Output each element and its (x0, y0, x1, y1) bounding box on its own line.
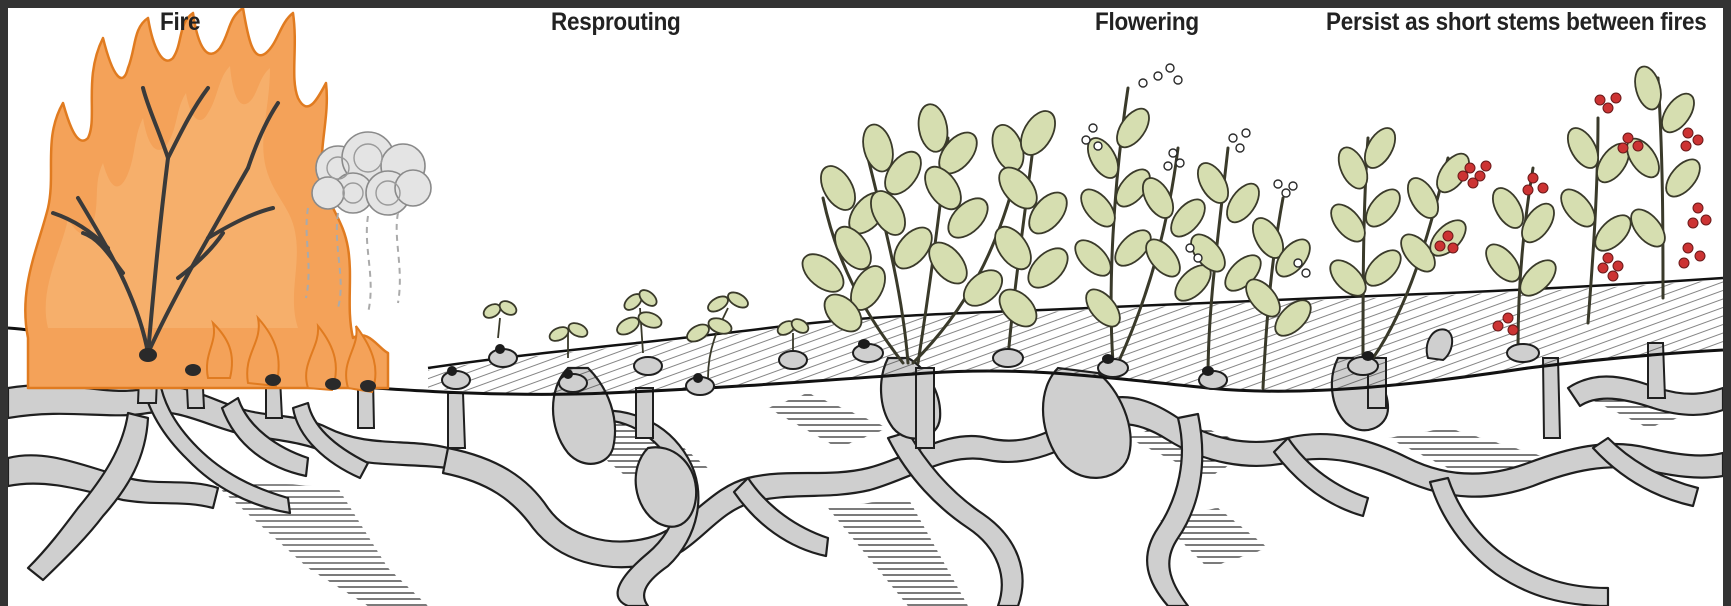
lignotuber-diagram (8, 8, 1723, 606)
illustration-frame: Fire Resprouting Flowering Persist as sh… (8, 8, 1723, 606)
label-persist: Persist as short stems between fires (1326, 8, 1706, 37)
label-fire: Fire (160, 8, 200, 37)
label-flowering: Flowering (1095, 8, 1199, 37)
label-resprouting: Resprouting (551, 8, 681, 37)
